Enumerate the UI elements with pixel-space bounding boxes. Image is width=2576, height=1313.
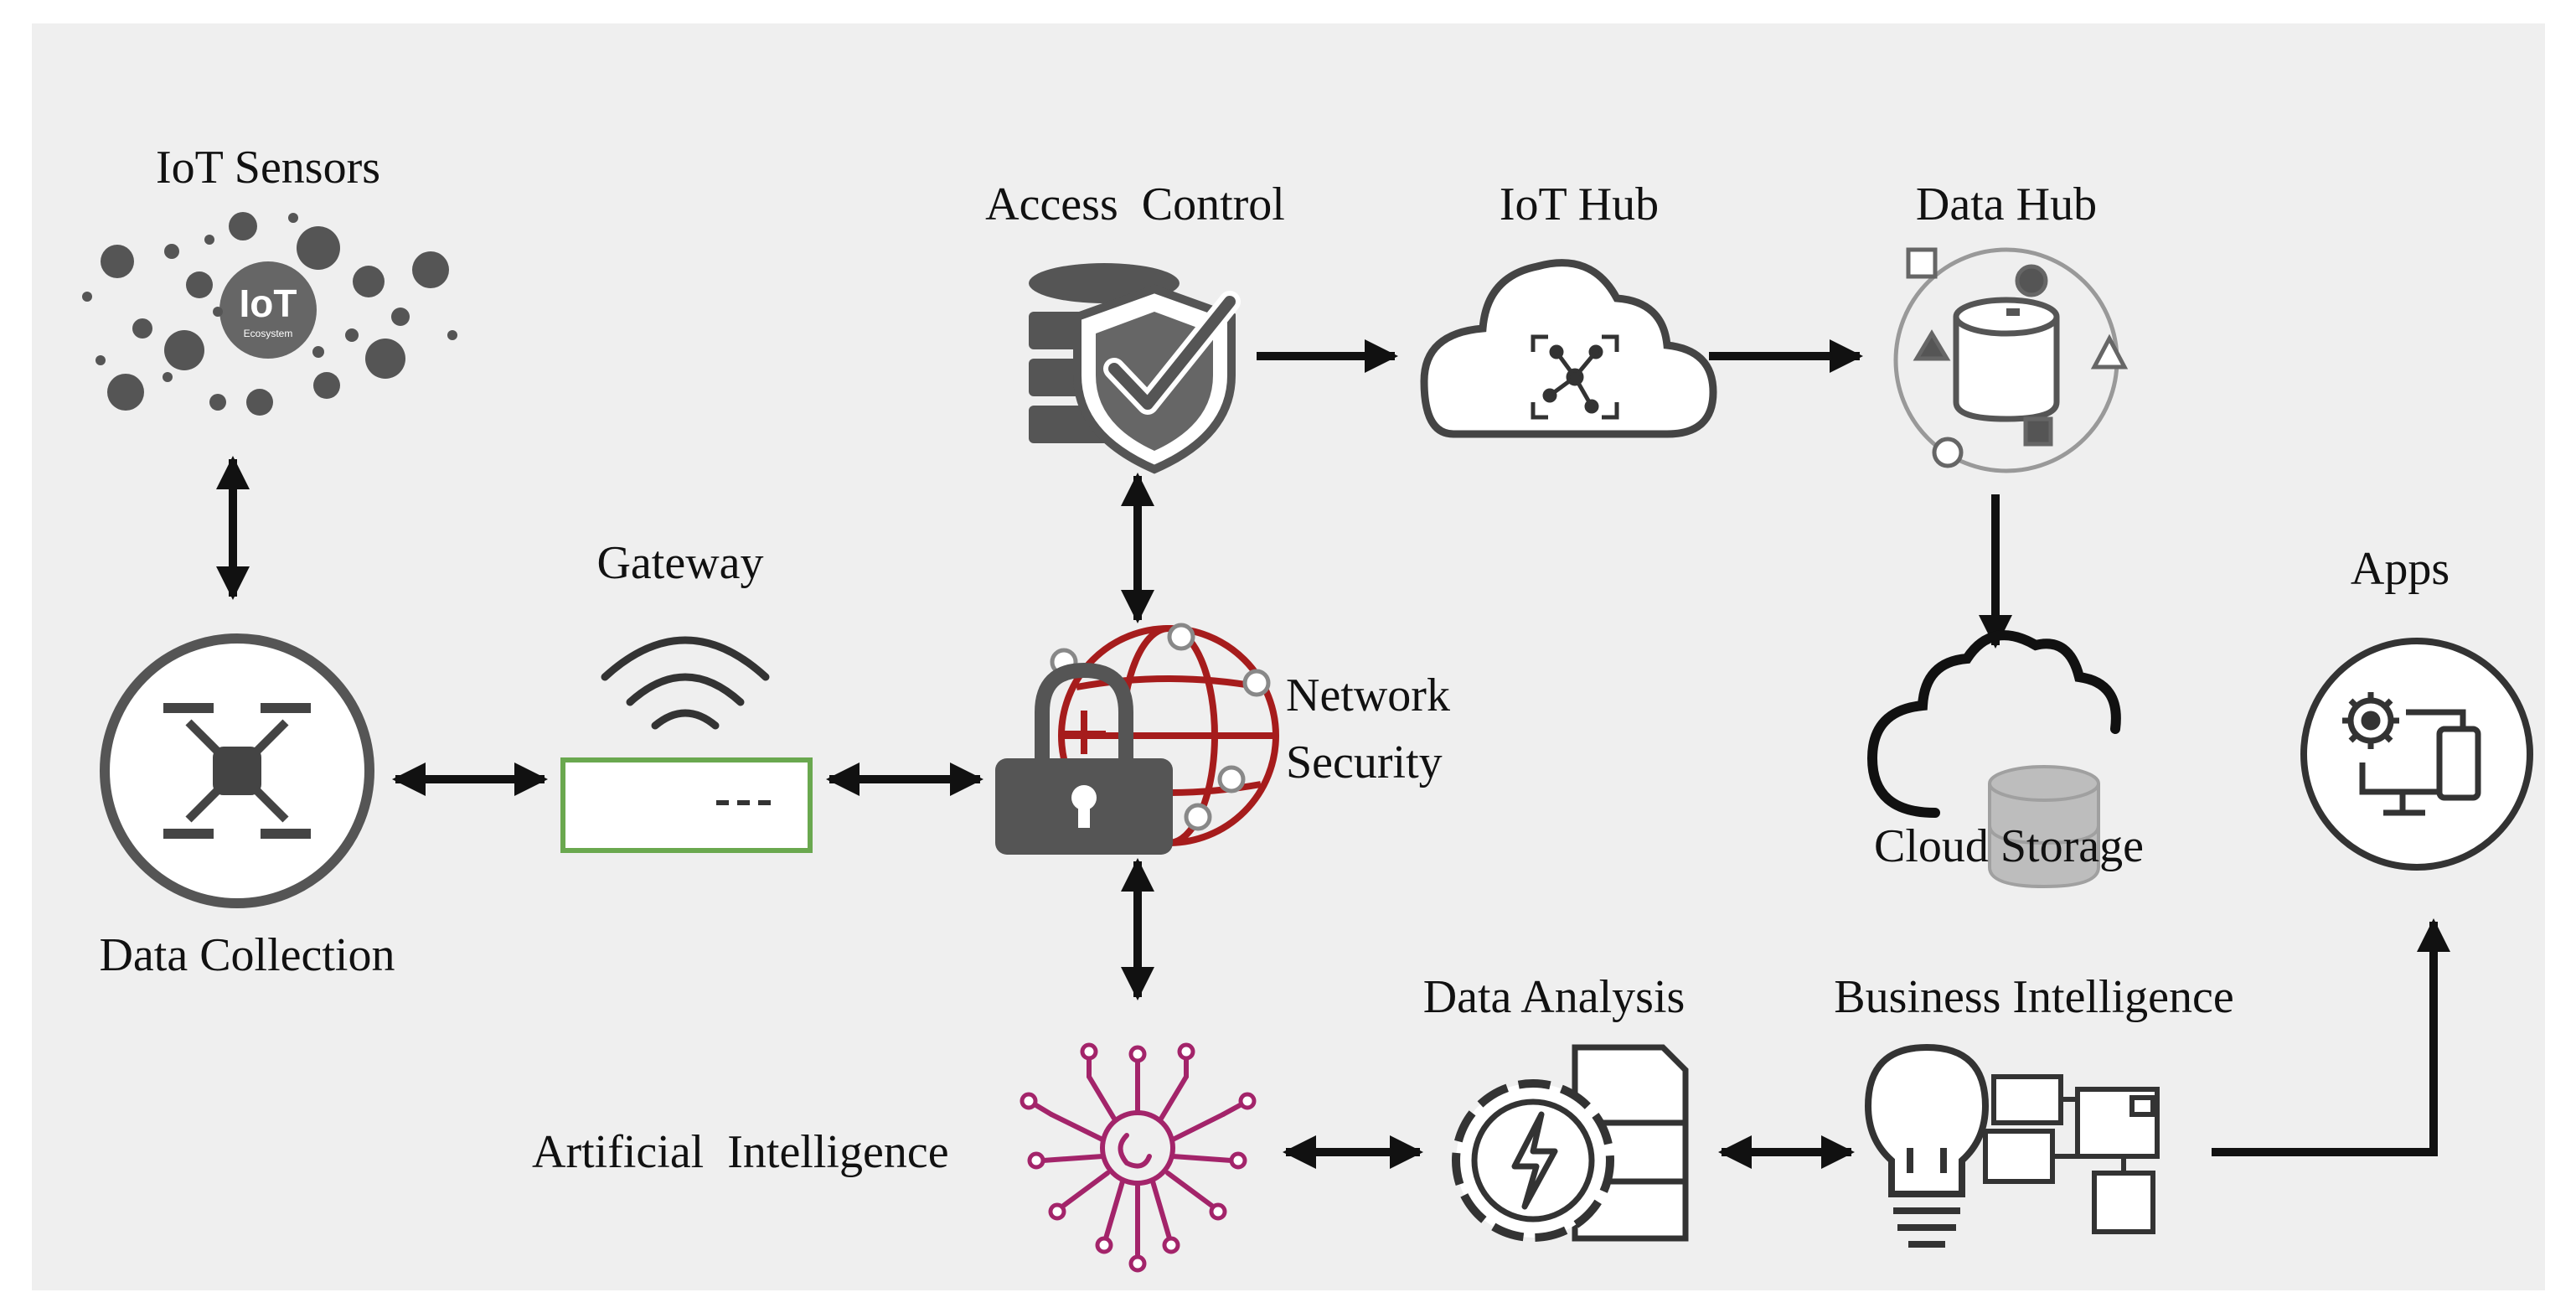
business-intelligence-node: Business Intelligence xyxy=(1834,971,2234,1248)
gateway-label: Gateway xyxy=(596,537,763,589)
data-collection-node: Data Collection xyxy=(99,633,395,981)
shield-icon xyxy=(1073,284,1241,474)
ai-node-dots xyxy=(1020,1042,1257,1273)
iot-ecosystem-icon: IoT Ecosystem xyxy=(82,212,457,416)
svg-text:Ecosystem: Ecosystem xyxy=(244,328,293,339)
cloud-icon xyxy=(1420,259,1717,438)
cylinder-icon xyxy=(1953,297,2060,422)
ai-circuit-icon xyxy=(1032,1055,1244,1259)
svg-text:IoT: IoT xyxy=(240,282,297,325)
wifi-icon xyxy=(601,636,770,730)
business-intelligence-label: Business Intelligence xyxy=(1834,971,2233,1023)
data-analysis-node: Data Analysis xyxy=(1423,971,1689,1242)
iot-sensors-label: IoT Sensors xyxy=(156,142,380,194)
data-hub-node: Data Hub xyxy=(1893,178,2129,473)
storage-cloud-icon xyxy=(1866,630,2121,818)
network-security-label-line2: Security xyxy=(1286,737,1443,788)
cloud-storage-node: Cloud Storage xyxy=(1866,630,2144,889)
hub-network-icon xyxy=(1531,334,1619,420)
gear-bolt-icon xyxy=(1452,1079,1614,1242)
cloud-storage-label: Cloud Storage xyxy=(1874,820,2144,872)
access-control-label: Access Control xyxy=(985,178,1285,230)
network-security-node: Network Security xyxy=(995,623,1450,855)
connectors xyxy=(216,339,2450,1169)
iot-hub-label: IoT Hub xyxy=(1500,178,1659,230)
network-security-label-line1: Network xyxy=(1286,669,1450,721)
lightbulb-icon xyxy=(1864,1043,1990,1248)
apps-ring xyxy=(2300,638,2533,871)
monitor-devices-icon xyxy=(2359,709,2481,816)
data-analysis-label: Data Analysis xyxy=(1423,971,1685,1023)
shape-icons xyxy=(1906,247,2129,468)
padlock-icon xyxy=(995,662,1173,855)
flowchart-icon xyxy=(1983,1074,2160,1234)
apps-node: Apps xyxy=(2300,543,2533,871)
arrow-bi-apps xyxy=(2212,918,2450,1156)
data-collection-label: Data Collection xyxy=(99,929,395,981)
storage-database-icon xyxy=(1988,765,2100,889)
artificial-intelligence-label: Artificial Intelligence xyxy=(532,1126,949,1178)
gear-icon xyxy=(2342,692,2399,749)
apps-label: Apps xyxy=(2351,543,2450,595)
iot-sensors-node: IoT Sensors IoT Ecosystem xyxy=(82,142,457,416)
artificial-intelligence-node: Artificial Intelligence xyxy=(532,1042,1257,1273)
router-box-icon xyxy=(560,757,813,853)
iot-hub-node: IoT Hub xyxy=(1420,178,1717,438)
diagram-panel xyxy=(32,23,2545,1290)
access-control-node: Access Control xyxy=(985,178,1285,474)
gateway-node: Gateway xyxy=(560,537,813,853)
network-node-icons xyxy=(1050,623,1271,831)
drone-icon xyxy=(163,703,311,839)
data-hub-label: Data Hub xyxy=(1916,178,2097,230)
